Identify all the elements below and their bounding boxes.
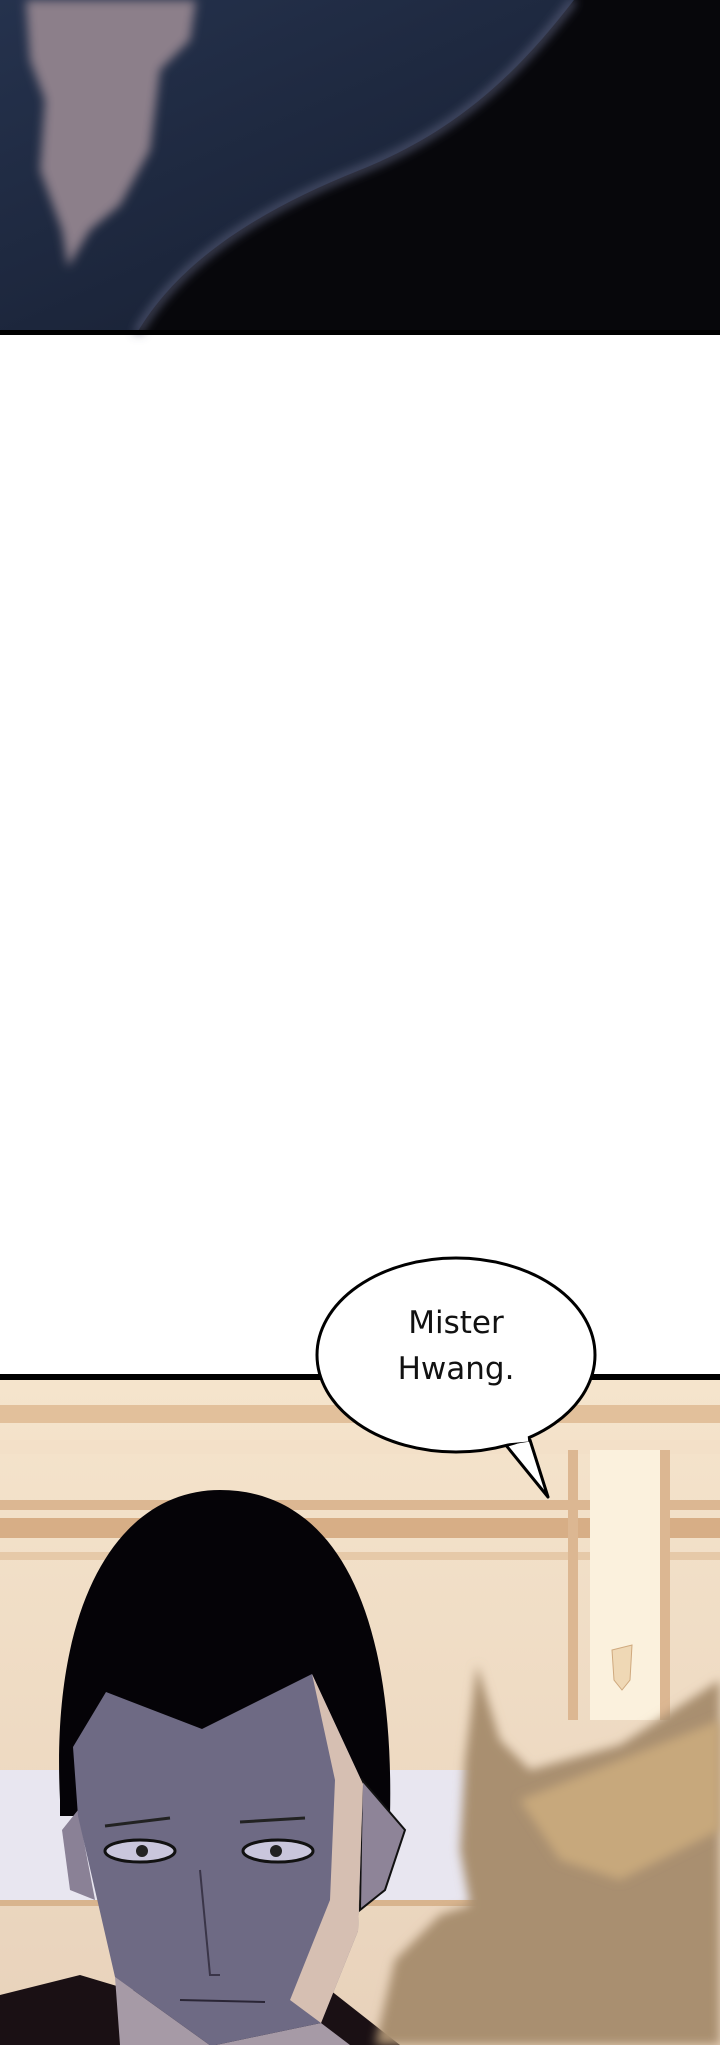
bottom-panel — [0, 1374, 720, 2045]
speech-line-2: Hwang. — [397, 1351, 515, 1387]
top-panel — [0, 0, 720, 335]
speech-bubble — [315, 1256, 597, 1499]
speech-line-1: Mister — [408, 1305, 504, 1341]
speech-bubble-text: Mister Hwang. — [317, 1300, 595, 1392]
